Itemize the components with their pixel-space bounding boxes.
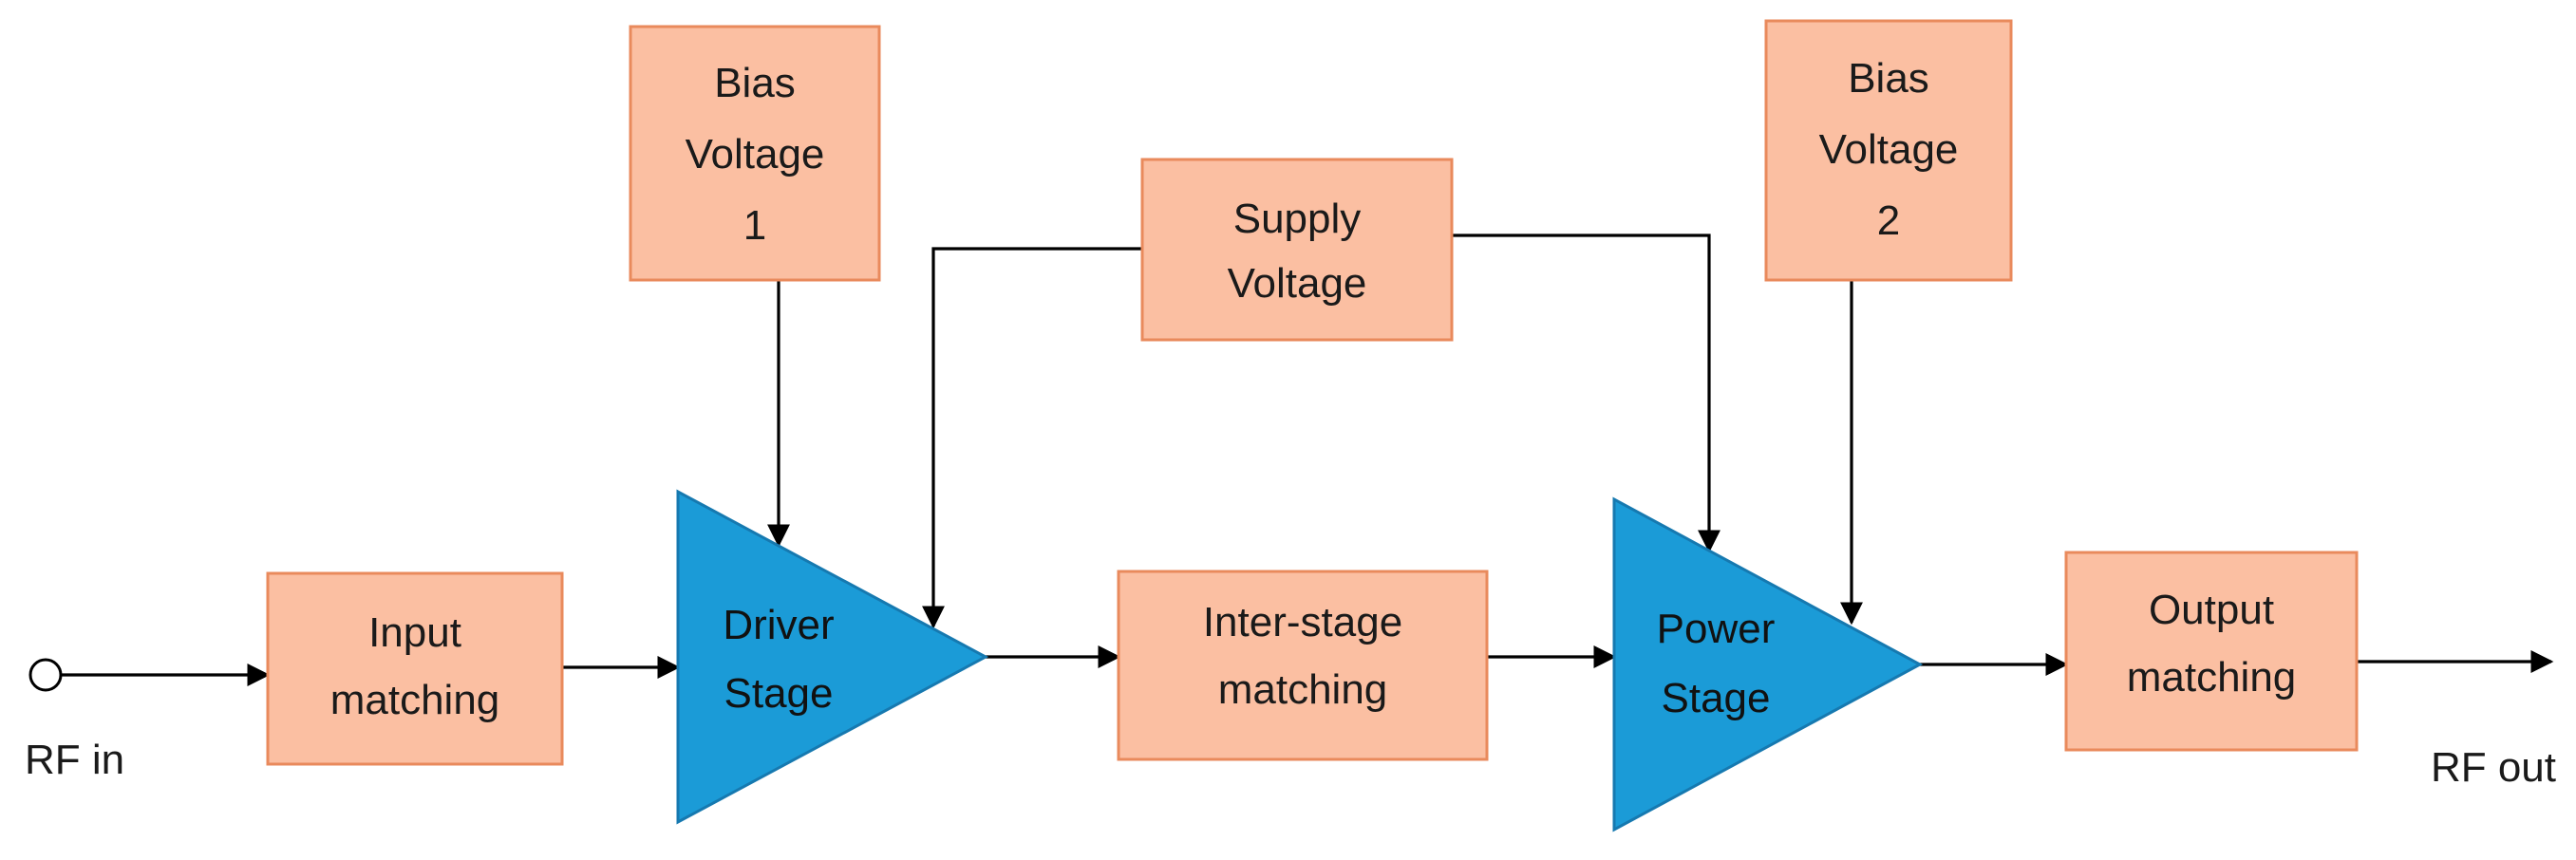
driver-stage-label-line-2: Stage [724, 670, 834, 717]
input-matching-block: Input matching [266, 571, 564, 766]
power-stage-label-line-2: Stage [1662, 675, 1771, 721]
bias-voltage-2-label-line-1: Bias [1848, 55, 1929, 102]
bias-voltage-1-label-line-3: 1 [743, 202, 766, 249]
input-matching-label-line-2: matching [330, 677, 500, 723]
bias-voltage-1-label-line-1: Bias [714, 60, 796, 106]
bias-voltage-1-label-line-2: Voltage [686, 131, 825, 178]
wire-supply-to-driver [922, 247, 1142, 629]
supply-voltage-label-line-1: Supply [1233, 196, 1362, 242]
rf-in-terminal-icon [28, 658, 63, 692]
wire-supply-to-power [1452, 234, 1720, 553]
connectors [62, 234, 2554, 686]
inter-stage-matching-label-line-1: Inter-stage [1203, 599, 1402, 645]
rf-in-label: RF in [25, 737, 124, 783]
power-stage-label-line-1: Power [1657, 606, 1776, 652]
driver-stage-label-line-1: Driver [723, 602, 834, 648]
inter-stage-matching-label-line-2: matching [1218, 666, 1388, 713]
bias-voltage-2-label-line-3: 2 [1877, 197, 1900, 244]
supply-voltage-block: Supply Voltage [1140, 158, 1454, 342]
power-stage-amplifier: Power Stage [1612, 496, 1924, 832]
driver-stage-amplifier: Driver Stage [676, 489, 989, 825]
inter-stage-matching-block: Inter-stage matching [1117, 570, 1489, 761]
bias-voltage-2-block: Bias Voltage 2 [1764, 19, 2013, 282]
rf-out-port: RF out [2431, 744, 2556, 791]
rf-in-port: RF in [25, 658, 124, 783]
output-matching-block: Output matching [2064, 551, 2359, 752]
output-matching-label-line-1: Output [2149, 587, 2274, 633]
input-matching-label-line-1: Input [368, 609, 461, 656]
bias-voltage-1-block: Bias Voltage 1 [629, 25, 881, 282]
supply-voltage-label-line-2: Voltage [1228, 260, 1367, 307]
output-matching-label-line-2: matching [2127, 654, 2297, 701]
bias-voltage-2-label-line-2: Voltage [1819, 126, 1959, 173]
rf-out-label: RF out [2431, 744, 2556, 791]
